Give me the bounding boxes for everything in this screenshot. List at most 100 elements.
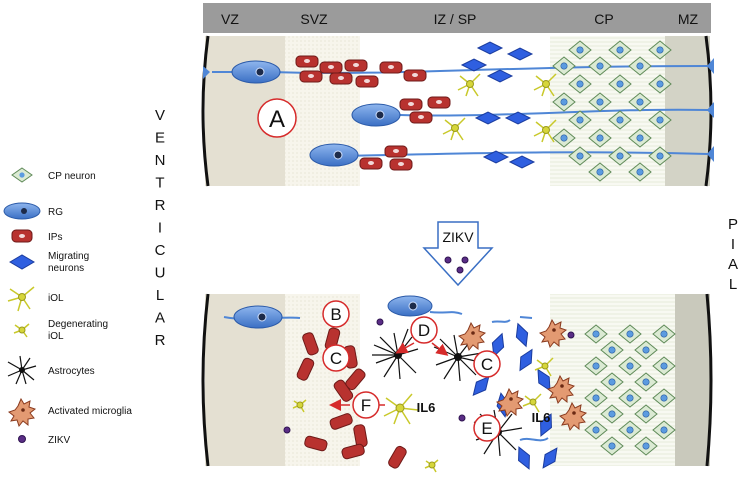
event-label-circle: C [473,350,501,378]
cp-neurons-panel-b [584,324,676,456]
iol-icon [7,286,35,312]
cp-neuron [608,40,632,60]
zone-label-vz: VZ [221,11,239,27]
cp-neuron [552,128,576,148]
event-label-circle: E [473,414,501,442]
cp-neuron [600,340,624,360]
zikv-arrow-shape [422,221,494,287]
legend-label: iOL [48,293,64,304]
cp-neuron [588,92,612,112]
side-label-letter: N [155,152,166,169]
legend-label: CP neuron [48,171,96,182]
cp-neuron [584,420,608,440]
cp-neuron [600,404,624,424]
side-label-letter: E [155,130,165,147]
degenerating-iol-icon [13,323,30,338]
migrating-neurons-panel-a [460,41,536,169]
event-label-text: C [330,349,342,368]
legend-label: Astrocytes [48,366,95,377]
cp-neuron [568,146,592,166]
iol-bodies-panel-b [296,362,549,469]
cp-neuron [618,356,642,376]
iol-bodies-panel-a [451,80,550,134]
ip-cells-panel-b [296,327,407,469]
radial-glia-cell [233,305,283,329]
legend-label: Activated microglia [48,406,132,417]
zone-label-mz: MZ [678,11,699,27]
panel-a-ventricular-border [201,35,210,187]
cp-neuron-icon [11,167,33,183]
cp-neuron [652,324,676,344]
side-label-letter: T [155,175,164,192]
cp-neuron [634,436,658,456]
radial-glia-cell [309,143,359,167]
cp-neuron [618,420,642,440]
iol-cells-panel-b [292,357,554,473]
cp-neuron [568,74,592,94]
radial-glia-cell [387,295,433,317]
side-label-letter: L [729,276,737,293]
il6-label: IL6 [532,410,551,425]
zikv-infection-arrow: ZIKV [422,221,494,287]
zikv-arrow-label: ZIKV [442,229,474,245]
side-label-letter: L [156,287,164,304]
zone-label-iz-sp: IZ / SP [434,11,477,27]
cp-neuron [584,324,608,344]
cp-neuron [634,404,658,424]
cp-neuron [600,436,624,456]
header-bar-background [203,3,711,33]
legend-label: ZIKV [48,435,71,446]
panel-a-healthy-cortex: A [201,35,714,187]
event-label-text: D [418,321,430,340]
cp-neuron [588,128,612,148]
zone-label-cp: CP [594,11,613,27]
cp-neuron [648,74,672,94]
cp-neuron [652,420,676,440]
cp-neuron [600,372,624,392]
radial-glia-cell [351,103,401,127]
zone-label-svz: SVZ [300,11,328,27]
event-label-circle: D [410,316,438,344]
side-label-letter: R [155,197,166,214]
iol-cells-panel-a [442,73,557,143]
panel-b-pial-border [705,293,713,467]
side-label-letter: A [728,256,738,273]
side-label-letter: A [155,310,165,327]
circled-event-labels: B C D C E F [322,300,501,442]
ip-cell-nuclei [304,59,442,166]
side-label-letter: U [155,265,166,282]
cp-neuron [568,40,592,60]
cp-neuron [618,388,642,408]
cp-neuron [568,110,592,130]
rg-endfoot-ventricular [203,66,210,79]
event-label-circle: F [352,391,380,419]
zikv-icon [18,435,26,443]
cp-neuron [584,356,608,376]
cp-neuron [552,92,576,112]
microglia-nuclei [471,328,576,415]
event-label-circle: B [322,300,350,328]
zikv-particles-arrow [444,256,469,274]
panel-a-marker-circle [257,98,297,138]
side-label-letter: V [155,107,165,124]
side-label-letter: P [728,216,738,233]
legend-label: RG [48,207,63,218]
cp-neuron [648,110,672,130]
panel-b-mz-region [675,294,710,466]
panel-a-label: A [269,106,285,133]
cp-neuron [588,162,612,182]
cp-neuron [628,92,652,112]
cp-neuron [608,146,632,166]
cp-neuron [634,372,658,392]
rg-endfoot-pial-2 [707,102,714,118]
cp-neurons-panel-a [552,40,672,182]
event-label-text: B [330,305,341,324]
astrocyte-icon [7,355,37,385]
side-label-letter: C [155,242,166,259]
cp-neuron [648,40,672,60]
radial-glia-icon [3,202,41,220]
cp-neuron [648,146,672,166]
cp-neuron [634,340,658,360]
